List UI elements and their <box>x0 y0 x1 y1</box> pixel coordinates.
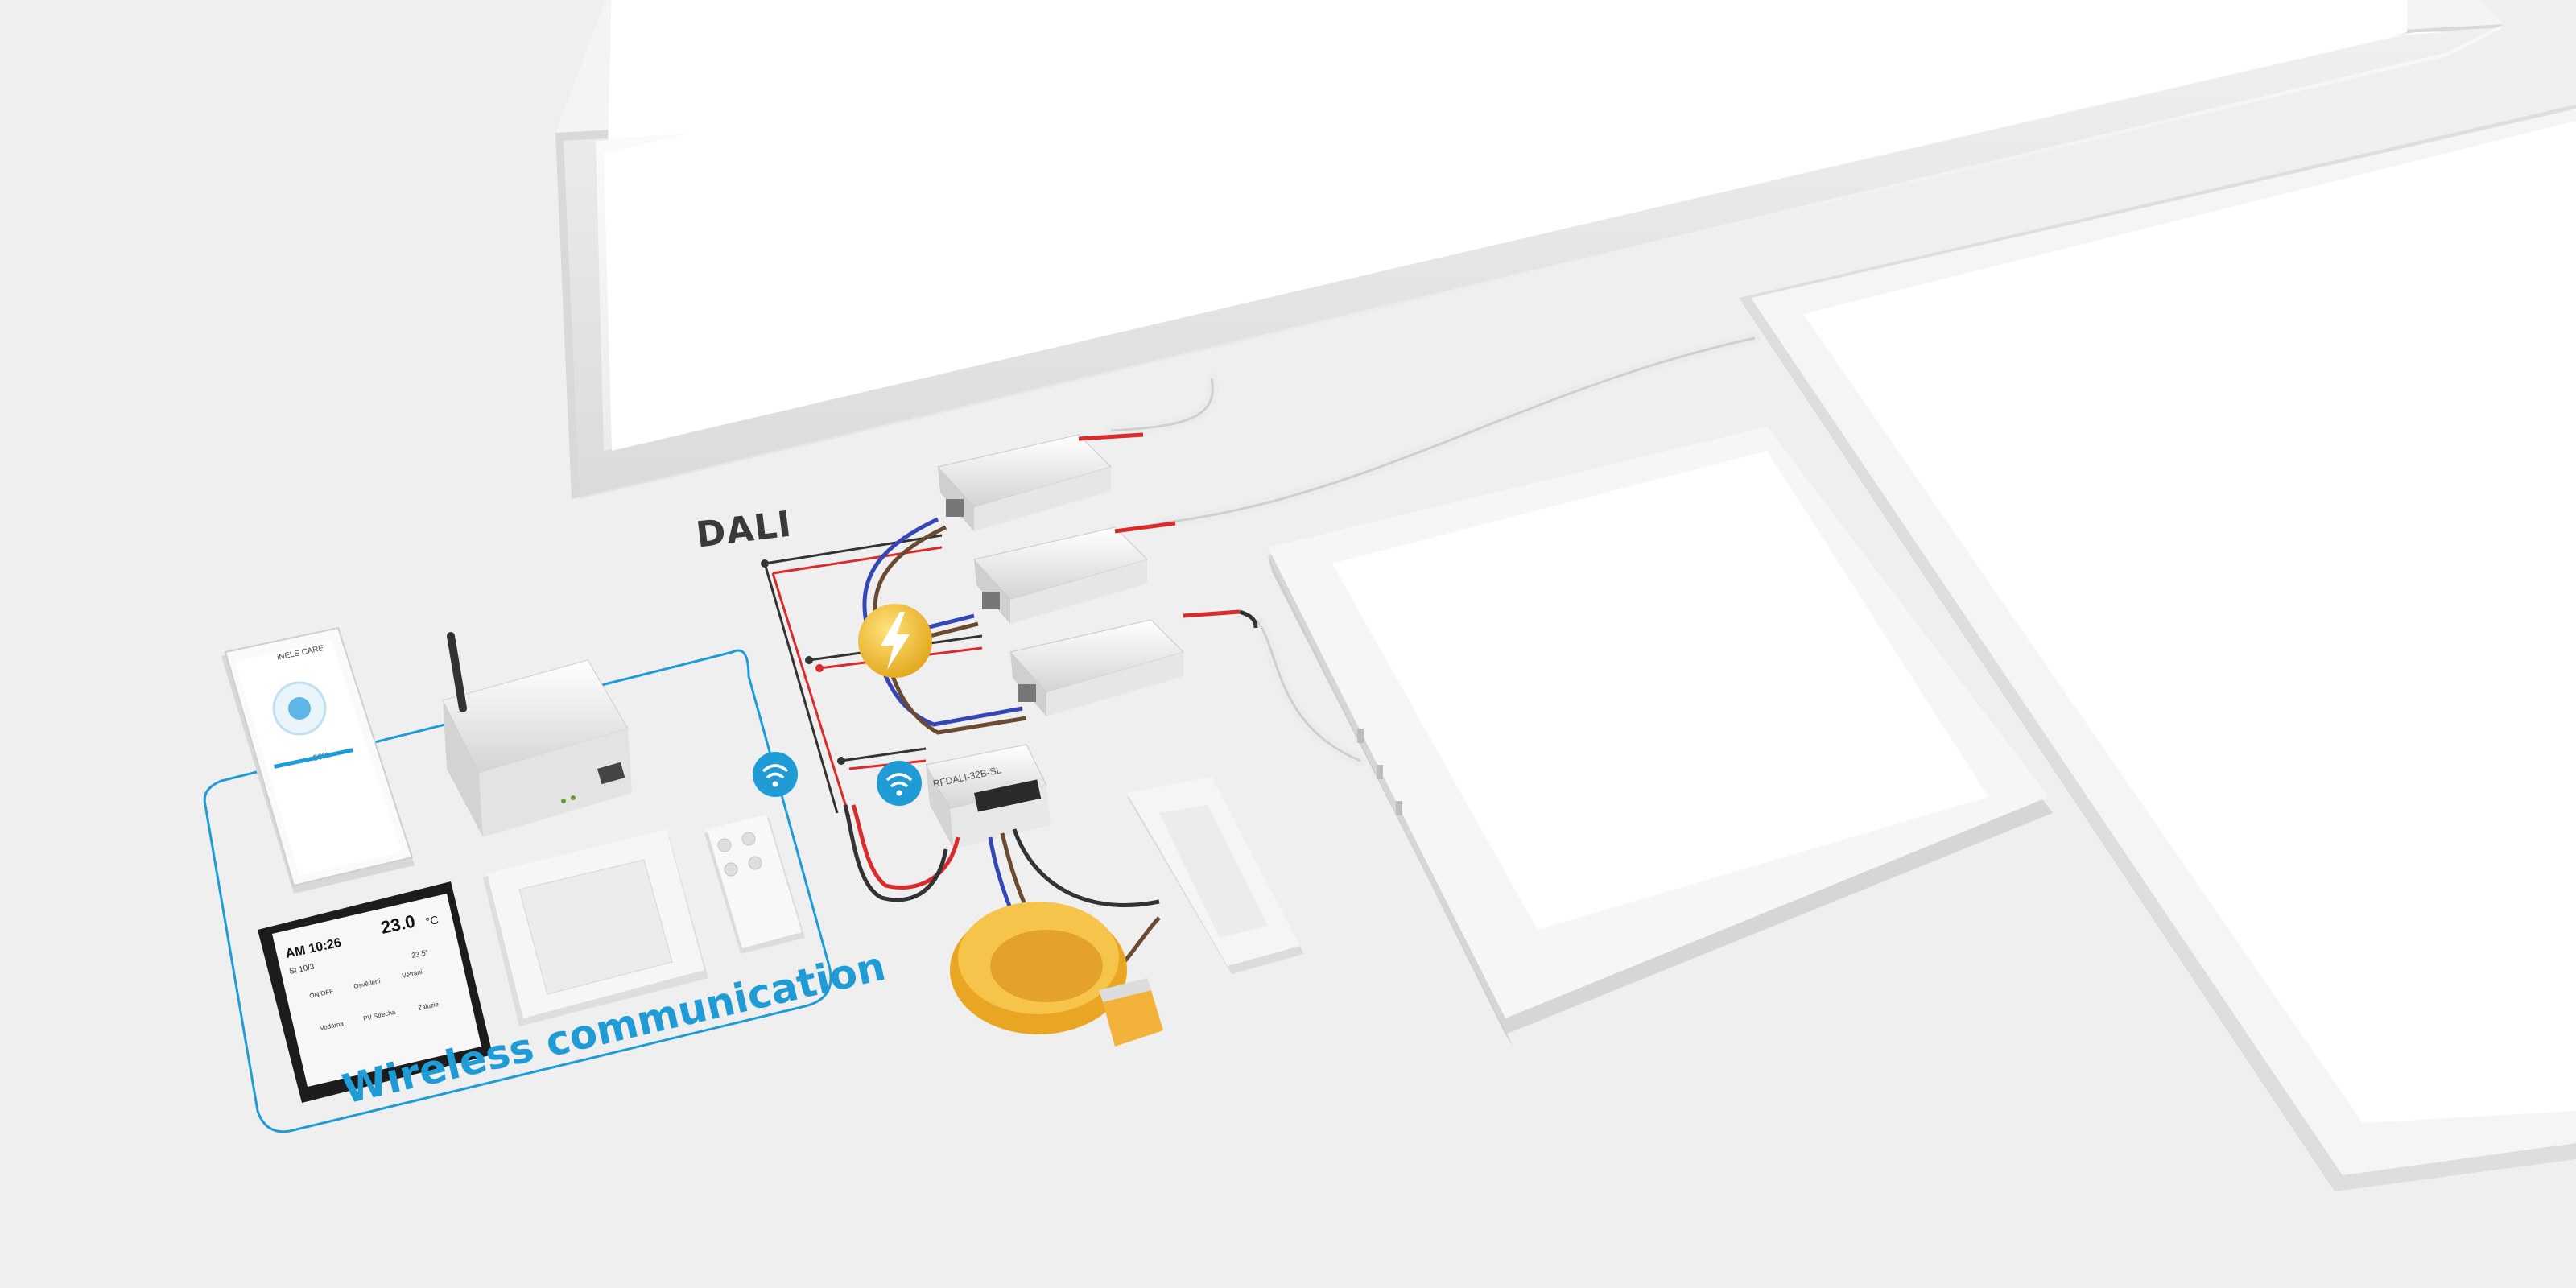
led-panel-top <box>555 0 2504 499</box>
wifi-icon <box>877 761 922 806</box>
wall-box <box>950 902 1127 1034</box>
lightning-icon <box>858 604 932 678</box>
led-panel-square <box>1268 427 2053 1046</box>
display-temperature-unit: °C <box>424 913 440 928</box>
led-panel-right <box>1739 105 2576 1191</box>
touch-display: AM 10:26 St 10/3 23.0 °C 23.5° ON/OFF Os… <box>258 881 493 1103</box>
wall-switch-installed <box>1127 777 1304 974</box>
dali-driver-2 <box>973 526 1148 624</box>
display-tile-temp: 23.5° <box>411 948 429 960</box>
dali-driver-1 <box>937 434 1112 531</box>
dali-driver-3 <box>1009 619 1184 716</box>
wago-connector <box>1099 978 1163 1046</box>
gateway <box>442 632 632 837</box>
wireless-remote <box>704 815 805 954</box>
smartphone: iNELS CARE 50% <box>221 626 415 894</box>
wifi-icon <box>753 752 798 797</box>
wireless-wall-switch <box>483 829 708 1026</box>
dali-wireless-actuator: RFDALI-32B-SL <box>925 744 1051 849</box>
wireless-group-outline <box>203 649 832 1133</box>
